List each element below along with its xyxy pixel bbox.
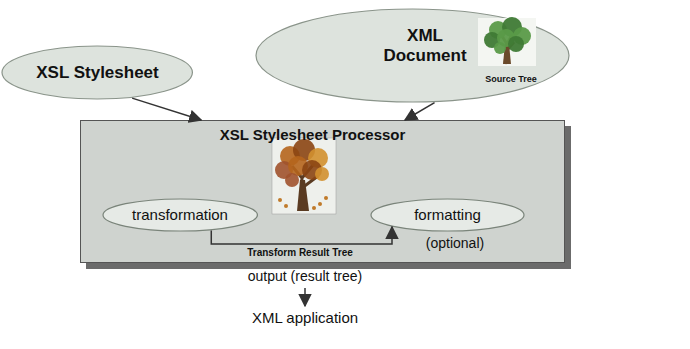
node-title: XSL Stylesheet [36, 63, 159, 83]
node-caption: Source Tree [471, 74, 551, 84]
input-ellipse: XSL Stylesheet [1, 45, 193, 100]
output-arrow [304, 288, 306, 306]
flow-arrow [405, 103, 435, 120]
result-tree-picture [272, 138, 336, 214]
node-title: formatting [414, 206, 481, 223]
arrow-label: Transform Result Tree [200, 247, 400, 259]
flow-arrow [132, 98, 201, 120]
step-ellipse: formatting [370, 198, 525, 232]
node-title: XML Document [377, 26, 473, 65]
processor-box: transformation formatting XSL Stylesheet P… [80, 120, 565, 263]
source-tree-picture [478, 17, 536, 66]
input-ellipse: XML DocumentSource Tree [255, 8, 570, 103]
note-label: (optional) [410, 235, 500, 251]
step-ellipse: transformation [102, 198, 258, 232]
node-title: XSL Stylesheet Processor [80, 126, 545, 143]
target-label: XML application [190, 309, 420, 326]
output-label: output (result tree) [195, 268, 415, 284]
node-title: transformation [132, 206, 228, 223]
